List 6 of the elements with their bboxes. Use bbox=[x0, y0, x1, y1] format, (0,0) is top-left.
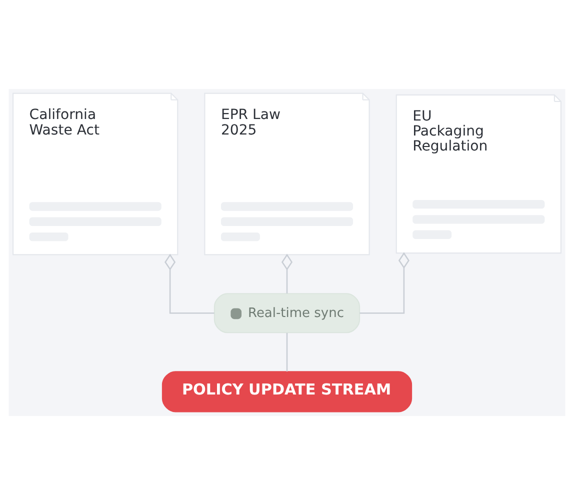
connector bbox=[360, 252, 410, 314]
node-box: Real-time sync bbox=[214, 292, 360, 333]
connector bbox=[286, 332, 288, 372]
node-box: POLICY UPDATE STREAM bbox=[162, 370, 412, 412]
connector bbox=[164, 253, 214, 314]
connector bbox=[281, 253, 293, 293]
